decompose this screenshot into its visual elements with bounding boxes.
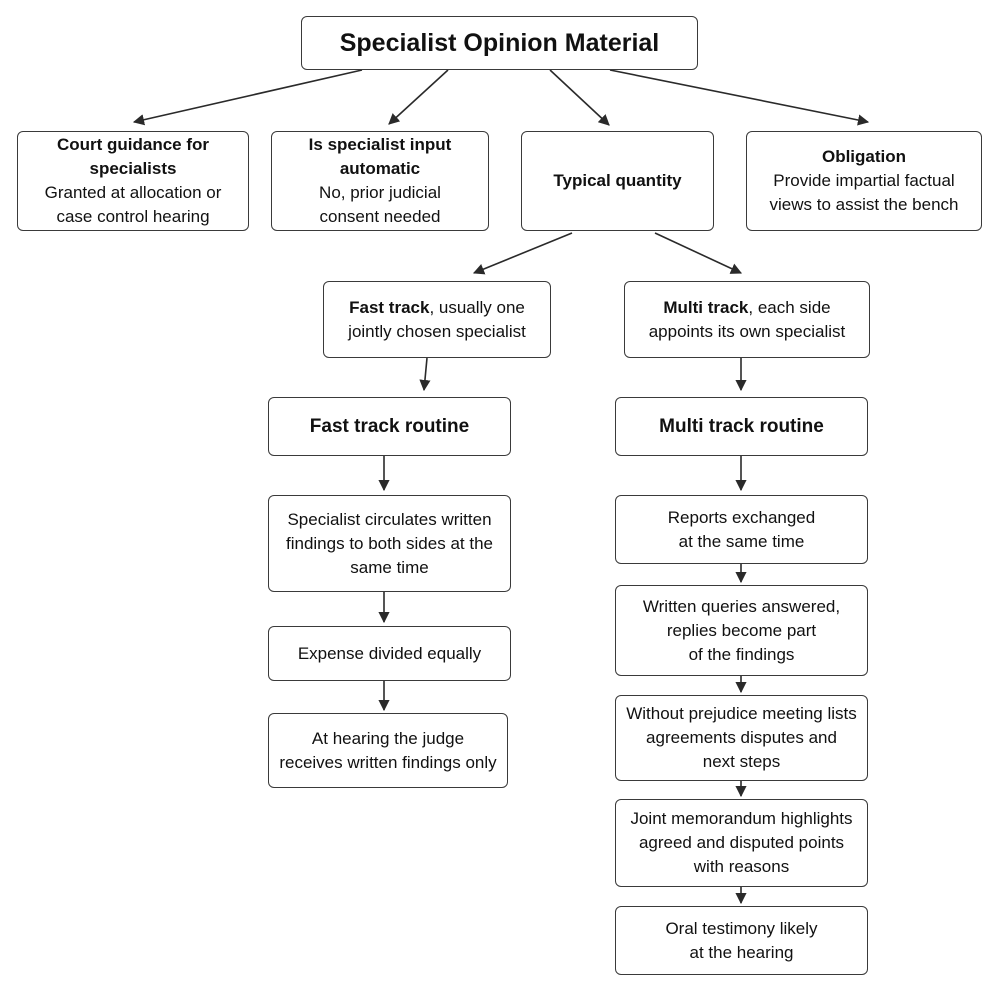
multi-routine-box: Multi track routine [615,397,868,456]
multi-track-box: Multi track, each side appoints its own … [624,281,870,358]
guidance-line2: case control hearing [56,207,210,226]
multi-track-bold: Multi track [663,297,749,317]
fast-track-rest: , usually one [429,297,525,317]
arrow-title-to-automatic [388,69,449,125]
obligation-box: Obligation Provide impartial factual vie… [746,131,982,231]
guidance-heading: Court guidance for specialists [56,135,210,178]
automatic-heading: Is specialist input automatic [308,135,452,178]
arrow-quantity-to-multi [654,232,743,274]
fast-track-box: Fast track, usually one jointly chosen s… [323,281,551,358]
multi-step-5: Oral testimony likely at the hearing [615,906,868,975]
multi-step-5-line2: at the hearing [689,942,794,962]
multi-step-3-line2: agreements disputes and [646,728,837,747]
fast-step-2-line1: Expense divided equally [297,643,482,663]
obligation-heading: Obligation [821,147,907,166]
multi-step-4-line2: agreed and disputed points [638,833,845,852]
multi-step-5-line1: Oral testimony likely [665,918,818,938]
obligation-line2: views to assist the bench [769,195,959,214]
arrow-title-to-guidance [132,69,363,126]
fast-track-bold: Fast track [349,297,430,317]
guidance-box: Court guidance for specialists Granted a… [17,131,249,231]
arrow-title-to-quantity [549,69,610,126]
arrow-fast-track-to-routine [419,357,431,392]
multi-track-line2: appoints its own specialist [648,321,846,341]
multi-step-2: Written queries answered, replies become… [615,585,868,676]
multi-step-3-line3: next steps [702,752,781,771]
title-box: Specialist Opinion Material [301,16,698,70]
multi-step-4-line3: with reasons [693,857,790,876]
fast-track-line2: jointly chosen specialist [348,321,526,341]
fast-step-3: At hearing the judge receives written fi… [268,713,508,788]
fast-step-3-line2: receives written findings only [279,752,497,772]
guidance-line1: Granted at allocation or [44,183,222,202]
multi-routine-label: Multi track routine [659,415,824,437]
multi-step-4: Joint memorandum highlights agreed and d… [615,799,868,887]
obligation-line1: Provide impartial factual [773,171,955,190]
fast-step-1-line1: Specialist circulates written [287,509,492,529]
fast-step-2: Expense divided equally [268,626,511,681]
multi-step-2-line2: replies become part [666,620,817,640]
arrow-quantity-to-fast [472,232,573,275]
multi-track-rest: , each side [748,297,831,317]
multi-step-1: Reports exchanged at the same time [615,495,868,564]
quantity-box: Typical quantity [521,131,714,231]
fast-step-1-line3: same time [350,557,429,577]
quantity-heading: Typical quantity [553,171,682,190]
fast-routine-box: Fast track routine [268,397,511,456]
multi-step-3: Without prejudice meeting lists agreemen… [615,695,868,781]
multi-step-4-line1: Joint memorandum highlights [630,809,853,828]
fast-step-3-line1: At hearing the judge [311,728,465,748]
fast-step-1-line2: findings to both sides at the [286,533,493,553]
automatic-box: Is specialist input automatic No, prior … [271,131,489,231]
multi-step-2-line3: of the findings [688,644,795,664]
multi-step-2-line1: Written queries answered, [642,596,841,616]
fast-routine-label: Fast track routine [309,415,470,437]
multi-step-3-line1: Without prejudice meeting lists [626,704,857,723]
fast-step-1: Specialist circulates written findings t… [268,495,511,592]
automatic-line2: consent needed [319,207,441,226]
automatic-line1: No, prior judicial [319,183,441,202]
fast-track-line1: Fast track, usually one [349,296,525,320]
diagram-title: Specialist Opinion Material [339,28,660,57]
multi-step-1-line2: at the same time [678,531,805,551]
arrow-title-to-obligation [609,69,870,126]
multi-step-1-line1: Reports exchanged [667,507,816,527]
multi-track-line1: Multi track, each side [663,296,830,320]
